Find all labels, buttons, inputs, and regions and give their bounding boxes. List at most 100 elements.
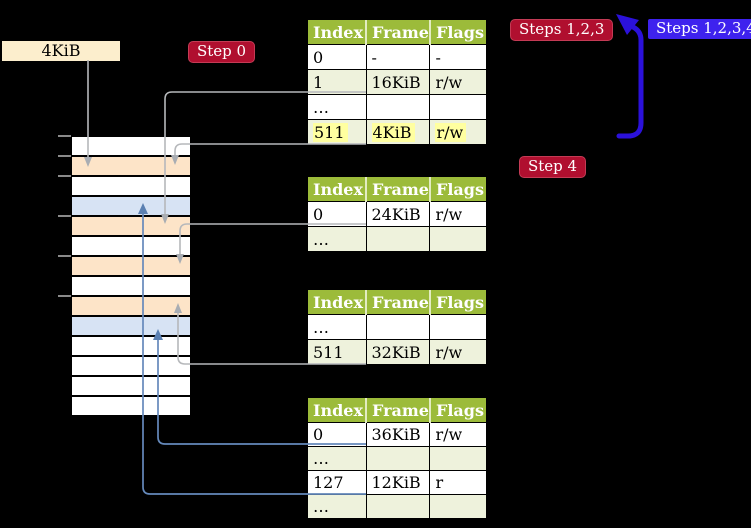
step4-badge: Step 4 <box>519 156 587 178</box>
connector-table1-entry511 <box>174 143 366 156</box>
column-header-frame: Frame <box>365 290 430 315</box>
table-cell: r/w <box>429 422 486 447</box>
table-cell: r/w <box>429 339 486 364</box>
memory-frame-row-page-table <box>72 217 190 235</box>
memory-frame-row-free <box>72 397 190 415</box>
memory-frame-row-page-table <box>72 257 190 275</box>
memory-frame-row-free <box>72 137 190 155</box>
table-cell: 0 <box>308 44 366 70</box>
memory-address-tick <box>58 175 71 177</box>
table-cell: 127 <box>308 470 366 495</box>
column-header-index: Index <box>308 177 366 202</box>
table-cell: … <box>308 446 366 471</box>
memory-frame-row-free <box>72 177 190 195</box>
table-cell <box>365 314 430 340</box>
memory-address-tick <box>58 215 71 217</box>
recursive-arrow-shaft <box>616 24 644 139</box>
highlighted-value: r/w <box>435 122 467 142</box>
table-cell <box>429 314 486 340</box>
memory-address-tick <box>58 155 71 157</box>
column-header-index: Index <box>308 20 366 45</box>
table-cell: r/w <box>429 201 486 227</box>
table-row: 511 4KiB r/w <box>308 119 486 144</box>
table-cell: 16KiB <box>365 69 430 95</box>
table-cell <box>429 494 486 518</box>
memory-frame-row-mapped <box>72 197 190 215</box>
table-cell <box>429 446 486 471</box>
table-cell: 0 <box>308 422 366 447</box>
table-cell: 511 <box>308 119 366 144</box>
memory-frame-row-page-table <box>72 157 190 175</box>
memory-frame-row-free <box>72 357 190 375</box>
table-cell: … <box>308 94 366 120</box>
memory-address-tick <box>58 135 71 137</box>
memory-frame-row-free <box>72 337 190 355</box>
steps123-badge: Steps 1,2,3 <box>510 19 614 41</box>
table-cell: … <box>308 314 366 340</box>
step0-badge: Step 0 <box>188 41 256 63</box>
memory-frame-row-free <box>72 237 190 255</box>
memory-column <box>72 137 190 417</box>
table-cell <box>429 94 486 120</box>
table-row: … <box>308 226 486 251</box>
memory-frame-row-free <box>72 277 190 295</box>
table-cell: r/w <box>429 69 486 95</box>
table-cell: 32KiB <box>365 339 430 364</box>
memory-frame-row-free <box>72 377 190 395</box>
table-row: 0-- <box>308 44 486 70</box>
memory-address-tick <box>58 255 71 257</box>
memory-address-tick <box>58 295 71 297</box>
recursive-arrowhead-icon <box>616 14 639 35</box>
column-header-frame: Frame <box>365 398 430 423</box>
memory-frame-row-mapped <box>72 317 190 335</box>
table-cell: r <box>429 470 486 495</box>
table-cell: 24KiB <box>365 201 430 227</box>
table-cell: 1 <box>308 69 366 95</box>
table-cell: 511 <box>308 339 366 364</box>
table-row: … <box>308 94 486 120</box>
table-cell: 36KiB <box>365 422 430 447</box>
table-cell <box>365 94 430 120</box>
column-header-index: Index <box>308 290 366 315</box>
column-header-flags: Flags <box>428 177 486 202</box>
table-row: … <box>308 314 486 340</box>
table-cell <box>365 226 430 251</box>
highlighted-value: 4KiB <box>371 122 415 142</box>
table-cell: … <box>308 494 366 518</box>
table-cell: 0 <box>308 201 366 227</box>
highlighted-value: 511 <box>313 122 348 142</box>
column-header-flags: Flags <box>428 20 486 45</box>
table-cell <box>429 226 486 251</box>
table-cell: 12KiB <box>365 470 430 495</box>
table-cell: … <box>308 226 366 251</box>
table-cell <box>365 494 430 518</box>
column-header-frame: Frame <box>365 20 430 45</box>
frame-address-label: 4KiB <box>2 41 120 61</box>
column-header-index: Index <box>308 398 366 423</box>
steps1234-badge: Steps 1,2,3,4 <box>648 19 751 39</box>
table-row: … <box>308 446 486 471</box>
recursive-loop-arrow <box>616 14 644 139</box>
table-cell: - <box>429 44 486 70</box>
table-cell: - <box>365 44 430 70</box>
table-row: … <box>308 494 486 518</box>
column-header-frame: Frame <box>365 177 430 202</box>
column-header-flags: Flags <box>428 398 486 423</box>
memory-frame-row-page-table <box>72 297 190 315</box>
table-cell <box>365 446 430 471</box>
column-header-flags: Flags <box>428 290 486 315</box>
table-cell: r/w <box>429 119 486 144</box>
